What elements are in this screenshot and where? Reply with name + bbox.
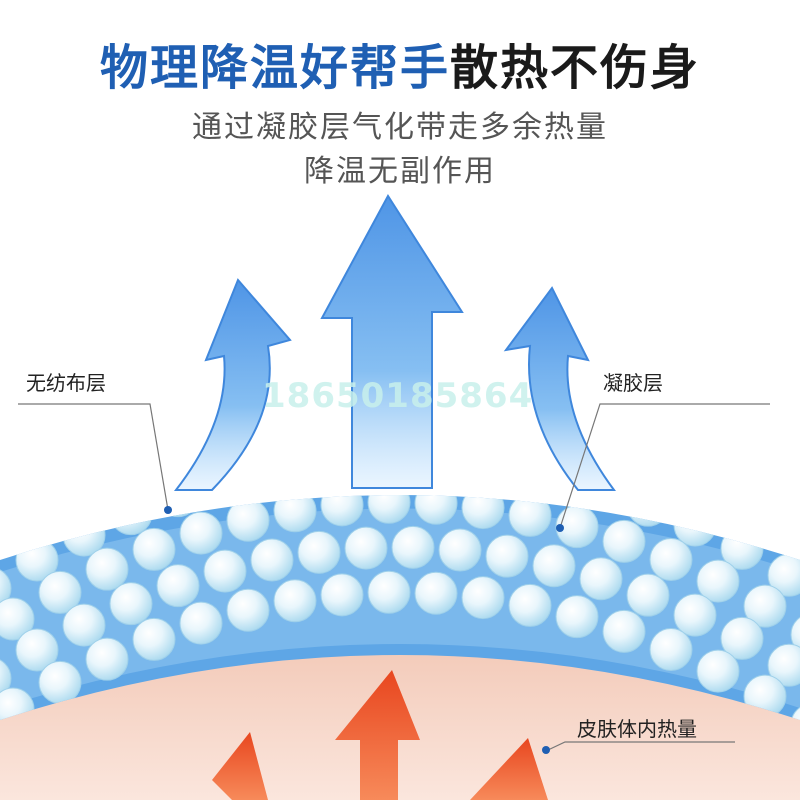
watermark-phone: 18650185864 (262, 376, 534, 416)
gel-bead-icon (0, 566, 12, 610)
gel-bead-icon (109, 582, 153, 626)
subtitle-line-1: 通过凝胶层气化带走多余热量 (192, 110, 608, 145)
leader-line-heat (547, 741, 735, 751)
page-title: 物理降温好帮手散热不伤身 (0, 38, 800, 98)
gel-bead-icon (673, 503, 717, 547)
label-nonwoven-layer: 无纺布层 (26, 371, 106, 395)
gel-bead-icon (85, 547, 129, 591)
gel-bead-icon (673, 593, 717, 637)
gel-bead-icon (109, 495, 153, 536)
gel-bead-icon (391, 525, 435, 569)
gel-bead-icon (626, 495, 670, 527)
gel-bead-icon (696, 559, 740, 603)
gel-bead-icon (297, 530, 341, 574)
leader-line-nonwoven (18, 403, 169, 511)
gel-bead-icon (649, 537, 693, 581)
gel-bead-icon (485, 534, 529, 578)
gel-bead-icon (0, 656, 12, 700)
gel-bead-icon (508, 583, 552, 627)
gel-bead-icon (273, 495, 317, 533)
gel-bead-icon (555, 595, 599, 639)
gel-bead-icon (62, 603, 106, 647)
leader-lines (18, 403, 770, 754)
gel-bead-icon (626, 573, 670, 617)
gel-bead-icon (790, 613, 800, 657)
gel-bead-icon (298, 441, 340, 483)
gel-bead-icon (273, 579, 317, 623)
gel-bead-icon (486, 445, 528, 487)
gel-bead-icon (156, 564, 200, 608)
leader-dot (164, 506, 172, 514)
gel-bead-icon (320, 573, 364, 617)
gel-bead-icon (461, 576, 505, 620)
gel-bead-icon (179, 511, 223, 555)
gel-bead-icon (132, 527, 176, 571)
gel-bead-icon (226, 588, 270, 632)
leader-line-gel (559, 403, 770, 529)
heat-arrow-icon (470, 738, 548, 800)
label-gel-layer: 凝胶层 (603, 371, 663, 395)
gel-bead-icon (15, 628, 59, 672)
gel-bead-icon (250, 538, 294, 582)
title-dark: 散热不伤身 (450, 40, 701, 96)
gel-bead-icon (508, 495, 552, 537)
gel-bead-icon (579, 557, 623, 601)
gel-bead-icon (38, 570, 82, 614)
gel-bead-icon (414, 495, 458, 525)
gel-bead-icon (720, 616, 764, 660)
gel-bead-icon (367, 495, 411, 524)
gel-bead-icon (649, 627, 693, 671)
cool-arrow-icon (320, 194, 464, 489)
gel-bead-icon (367, 570, 411, 614)
leader-dot (556, 524, 564, 532)
gel-bead-icon (602, 609, 646, 653)
gel-bead-icon (439, 439, 481, 481)
gel-bead-icon (179, 601, 223, 645)
gel-bead-icon (0, 597, 35, 641)
gel-bead-icon (320, 495, 364, 527)
gel-bead-icon (203, 549, 247, 593)
gel-bead-icon (38, 660, 82, 704)
subtitle-line-2: 降温无副作用 (304, 154, 496, 189)
gel-bead-icon (743, 584, 787, 628)
gel-bead-icon (414, 571, 458, 615)
cool-arrow-icon (173, 278, 292, 491)
cool-arrows (173, 194, 616, 491)
heat-arrows (212, 670, 548, 800)
gel-bead-icon (438, 528, 482, 572)
gel-bead-icon (226, 498, 270, 542)
gel-bead-icon (132, 617, 176, 661)
gel-bead-icon (696, 649, 740, 693)
heat-arrow-icon (335, 670, 420, 800)
gel-bead-icon (85, 637, 129, 681)
leader-dot (542, 746, 550, 754)
gel-bead-icon (532, 544, 576, 588)
title-blue: 物理降温好帮手 (99, 40, 450, 96)
gel-bead-icon (344, 526, 388, 570)
gel-bead-icon (461, 495, 505, 530)
label-body-heat: 皮肤体内热量 (577, 717, 697, 741)
gel-bead-icon (251, 449, 293, 491)
gel-bead-icon (602, 519, 646, 563)
cool-arrow-icon (503, 286, 616, 491)
heat-arrow-icon (212, 732, 268, 800)
